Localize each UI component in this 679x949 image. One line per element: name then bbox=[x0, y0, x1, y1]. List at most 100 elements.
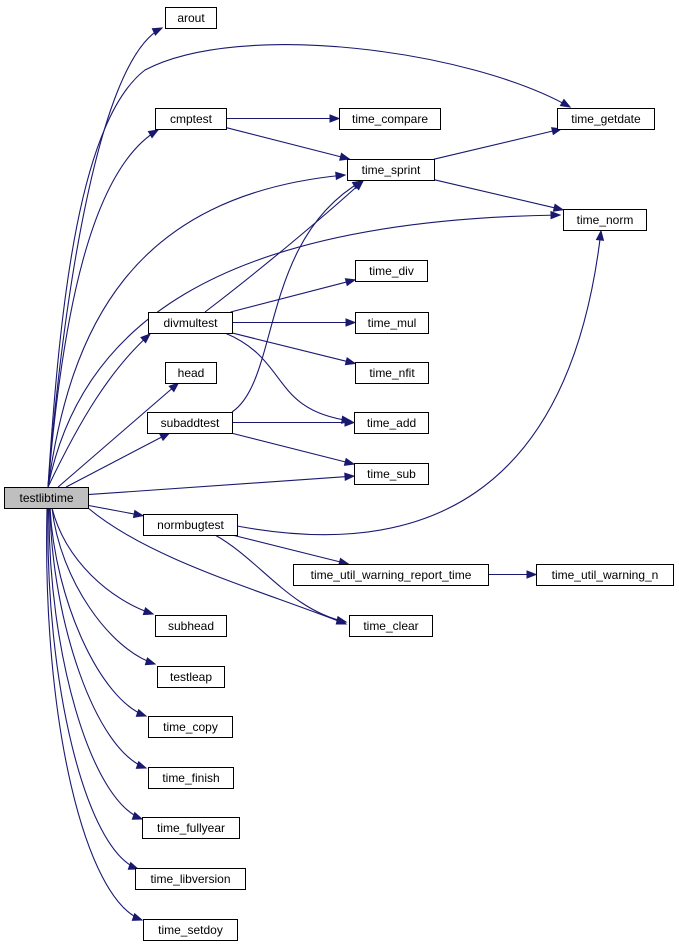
node-time-compare[interactable]: time_compare bbox=[339, 108, 441, 130]
node-label: cmptest bbox=[170, 112, 213, 126]
node-time-setdoy[interactable]: time_setdoy bbox=[143, 919, 238, 941]
arrowhead-icon bbox=[550, 210, 562, 220]
edge-testlibtime-to-time_libversion bbox=[47, 507, 140, 870]
arrowhead-icon bbox=[595, 229, 605, 241]
arrowhead-icon bbox=[135, 760, 148, 769]
node-label: testleap bbox=[170, 670, 212, 684]
edge-normbugtest-to-time_clear bbox=[214, 534, 348, 625]
node-box bbox=[148, 716, 233, 738]
edge-line bbox=[51, 507, 156, 665]
edge-line bbox=[47, 507, 139, 870]
edge-normbugtest-to-time_norm bbox=[236, 229, 605, 536]
node-label: time_util_warning_report_time bbox=[311, 568, 472, 582]
edge-line bbox=[49, 507, 147, 717]
edge-testlibtime-to-arout bbox=[47, 27, 164, 488]
edge-line bbox=[225, 127, 350, 160]
node-time-copy[interactable]: time_copy bbox=[148, 716, 233, 738]
node-time-finish[interactable]: time_finish bbox=[148, 767, 234, 789]
node-box bbox=[354, 463, 429, 485]
node-time-getdate[interactable]: time_getdate bbox=[557, 108, 655, 130]
node-box bbox=[355, 260, 428, 282]
arrowhead-icon bbox=[351, 180, 364, 190]
node-box bbox=[349, 615, 433, 637]
arrowhead-icon bbox=[142, 607, 155, 616]
node-label: time_add bbox=[367, 416, 416, 430]
node-testleap[interactable]: testleap bbox=[157, 666, 225, 688]
node-divmultest[interactable]: divmultest bbox=[148, 312, 233, 334]
node-time-clear[interactable]: time_clear bbox=[349, 615, 433, 637]
node-box bbox=[4, 487, 89, 509]
edge-line bbox=[47, 44, 571, 488]
edge-line bbox=[48, 507, 143, 820]
edge-line bbox=[47, 129, 159, 488]
node-cmptest[interactable]: cmptest bbox=[155, 108, 227, 130]
edge-line bbox=[230, 432, 355, 465]
node-label: subaddtest bbox=[161, 416, 220, 430]
arrowhead-icon bbox=[344, 472, 356, 481]
edge-line bbox=[204, 180, 364, 313]
edge-cmptest-to-time_sprint bbox=[225, 127, 351, 161]
edge-testlibtime-to-time_finish bbox=[49, 507, 148, 769]
edge-testlibtime-to-subaddtest bbox=[65, 432, 171, 488]
arrowhead-icon bbox=[131, 912, 144, 921]
edge-line bbox=[46, 507, 143, 921]
edge-time_util_warning_report_time-to-time_util_warning_n bbox=[488, 570, 538, 579]
edge-testlibtime-to-head bbox=[57, 382, 180, 488]
node-box bbox=[135, 868, 246, 890]
arrowhead-icon bbox=[151, 27, 164, 36]
node-label: time_util_warning_n bbox=[552, 568, 659, 582]
node-label: time_div bbox=[369, 264, 414, 278]
edge-divmultest-to-time_div bbox=[230, 278, 357, 313]
node-box bbox=[142, 817, 240, 839]
node-head[interactable]: head bbox=[165, 362, 217, 384]
node-box bbox=[143, 919, 238, 941]
arrowhead-icon bbox=[344, 418, 356, 427]
node-label: time_sub bbox=[367, 467, 416, 481]
edge-divmultest-to-time_nfit bbox=[231, 332, 357, 366]
node-testlibtime[interactable]: testlibtime bbox=[4, 487, 89, 509]
edge-time_sprint-to-time_getdate bbox=[433, 127, 563, 160]
edge-line bbox=[47, 214, 561, 488]
edge-testlibtime-to-time_sprint bbox=[47, 171, 347, 488]
edge-line bbox=[236, 230, 602, 536]
node-label: time_norm bbox=[577, 213, 634, 227]
arrowhead-icon bbox=[147, 129, 160, 139]
node-label: subhead bbox=[168, 619, 214, 633]
edge-line bbox=[51, 507, 154, 615]
edge-line bbox=[433, 128, 562, 160]
edge-line bbox=[47, 333, 151, 488]
edge-line bbox=[230, 279, 356, 313]
edge-subaddtest-to-time_sub bbox=[230, 432, 356, 466]
node-time-libversion[interactable]: time_libversion bbox=[135, 868, 246, 890]
node-time-util-warning-report-time[interactable]: time_util_warning_report_time bbox=[293, 564, 489, 586]
edge-testlibtime-to-time_copy bbox=[49, 507, 148, 717]
node-time-div[interactable]: time_div bbox=[355, 260, 428, 282]
arrowhead-icon bbox=[168, 382, 180, 393]
arrowhead-icon bbox=[526, 570, 538, 579]
node-time-fullyear[interactable]: time_fullyear bbox=[142, 817, 240, 839]
node-normbugtest[interactable]: normbugtest bbox=[143, 514, 238, 536]
arrowhead-icon bbox=[159, 432, 171, 442]
node-time-norm[interactable]: time_norm bbox=[563, 209, 647, 231]
node-time-util-warning-n[interactable]: time_util_warning_n bbox=[536, 564, 674, 586]
node-time-sprint[interactable]: time_sprint bbox=[347, 159, 435, 181]
node-subhead[interactable]: subhead bbox=[155, 615, 227, 637]
edge-line bbox=[231, 534, 349, 565]
node-label: time_nfit bbox=[369, 366, 415, 380]
node-time-mul[interactable]: time_mul bbox=[355, 312, 429, 334]
node-time-add[interactable]: time_add bbox=[354, 412, 429, 434]
node-subaddtest[interactable]: subaddtest bbox=[147, 412, 233, 434]
node-box bbox=[143, 514, 238, 536]
arrowhead-icon bbox=[329, 114, 341, 123]
node-label: time_finish bbox=[162, 771, 219, 785]
node-arout[interactable]: arout bbox=[165, 7, 217, 29]
node-box bbox=[148, 767, 234, 789]
edge-line bbox=[47, 174, 346, 488]
nodes-layer: testlibtime arout cmptest time_compare time_… bbox=[4, 7, 674, 941]
node-time-sub[interactable]: time_sub bbox=[354, 463, 429, 485]
arrowhead-icon bbox=[344, 278, 357, 287]
node-time-nfit[interactable]: time_nfit bbox=[355, 362, 429, 384]
edge-line bbox=[65, 432, 170, 488]
edge-line bbox=[231, 180, 363, 413]
